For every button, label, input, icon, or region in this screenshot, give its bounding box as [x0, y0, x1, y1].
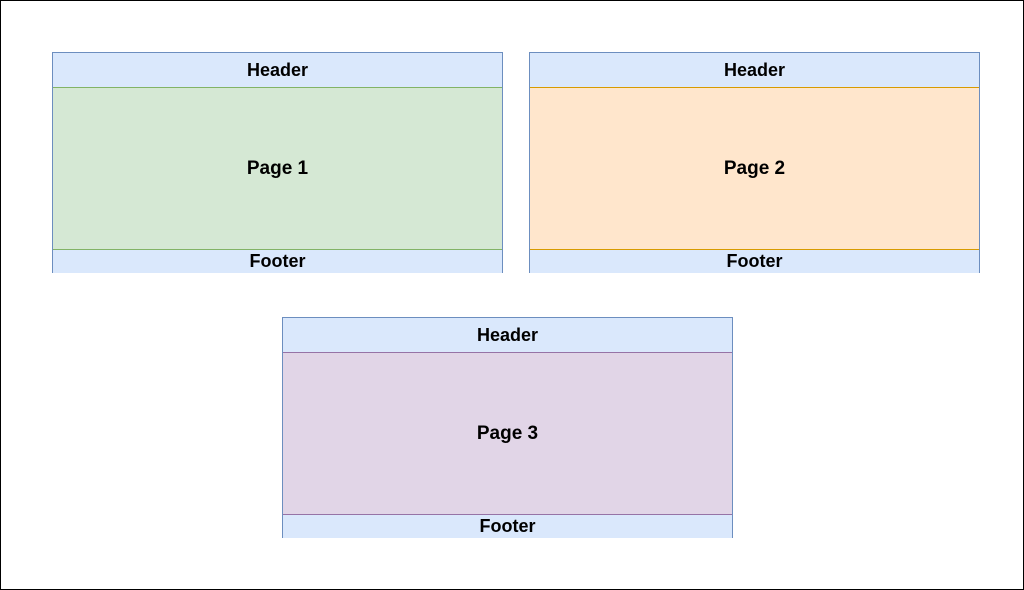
page-layout-card-1: Header Page 1 Footer — [52, 52, 503, 273]
header-section: Header — [53, 53, 502, 87]
page-layout-card-3: Header Page 3 Footer — [282, 317, 733, 538]
header-section: Header — [283, 318, 732, 352]
page-layout-card-2: Header Page 2 Footer — [529, 52, 980, 273]
footer-section: Footer — [283, 514, 732, 538]
page-body-section: Page 1 — [53, 87, 502, 249]
page-body-section: Page 2 — [530, 87, 979, 249]
footer-section: Footer — [530, 249, 979, 273]
footer-section: Footer — [53, 249, 502, 273]
header-section: Header — [530, 53, 979, 87]
page-body-section: Page 3 — [283, 352, 732, 514]
